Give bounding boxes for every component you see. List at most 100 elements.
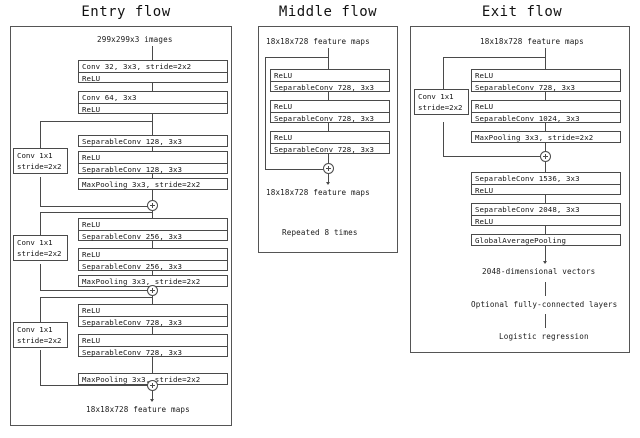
connector-entry-input (152, 46, 153, 60)
entry-block-sepconv728-a: ReLU SeparableConv 728, 3x3 (78, 304, 228, 327)
middle-input-caption: 18x18x728 feature maps (266, 37, 370, 46)
connector-entry-6 (152, 211, 153, 218)
skip3-down-b (40, 350, 41, 386)
connector-exit-3 (545, 143, 546, 152)
skip2-down-a (40, 212, 41, 235)
entry-block-sepconv128-b-line0: ReLU (82, 153, 101, 162)
entry-block-maxpool-1: MaxPooling 3x3, stride=2x2 (78, 178, 228, 190)
connector-entry-7 (152, 241, 153, 248)
entry-block-sepconv128-b-line1: SeparableConv 128, 3x3 (79, 163, 227, 175)
exit-skip-conv-1-line1: stride=2x2 (418, 103, 463, 112)
middle-skip-v (265, 57, 266, 170)
middle-block-1: ReLU SeparableConv 728, 3x3 (270, 69, 390, 92)
entry-block-sepconv256-b-line0: ReLU (82, 250, 101, 259)
exit-block-maxpool: MaxPooling 3x3, stride=2x2 (471, 131, 621, 143)
entry-block-sepconv256-a-line0: ReLU (82, 220, 101, 229)
middle-block-2-line1: SeparableConv 728, 3x3 (271, 112, 389, 124)
skip2-top-h (40, 212, 153, 213)
entry-block-conv64-line0: Conv 64, 3x3 (82, 93, 137, 102)
connector-middle-1 (328, 92, 329, 100)
middle-flow-title: Middle flow (278, 4, 378, 20)
connector-exit-input (545, 48, 546, 69)
entry-block-conv32: Conv 32, 3x3, stride=2x2 ReLU (78, 60, 228, 83)
exit-skip-bottom-h (443, 156, 546, 157)
connector-exit-6 (545, 226, 546, 234)
middle-output-caption: 18x18x728 feature maps (266, 188, 370, 197)
skip1-bottom-h (40, 206, 153, 207)
exit-block-sepconv728-line1: SeparableConv 728, 3x3 (472, 81, 620, 93)
connector-middle-2 (328, 123, 329, 131)
entry-add-junction-2 (147, 285, 158, 296)
exit-arrow-1 (543, 261, 547, 264)
exit-caption-vectors: 2048-dimensional vectors (482, 267, 596, 276)
exit-flow-title: Exit flow (481, 4, 563, 20)
middle-output-arrow (326, 182, 330, 185)
entry-block-sepconv728-b: ReLU SeparableConv 728, 3x3 (78, 334, 228, 357)
exit-skip-down-a (443, 57, 444, 89)
exit-block-sepconv728: ReLU SeparableConv 728, 3x3 (471, 69, 621, 92)
exit-block-sepconv1536-line1: ReLU (472, 184, 620, 196)
skip1-top-h (40, 121, 153, 122)
connector-entry-8 (152, 271, 153, 275)
entry-skip-conv-2-line0: Conv 1x1 (17, 238, 53, 247)
connector-entry-4 (152, 174, 153, 178)
connector-middle-3 (328, 154, 329, 164)
entry-flow-title: Entry flow (81, 4, 171, 20)
connector-entry-12 (152, 357, 153, 373)
exit-add-junction (540, 151, 551, 162)
connector-exit-8 (545, 282, 546, 296)
connector-exit-2 (545, 123, 546, 131)
entry-output-arrow (150, 399, 154, 402)
entry-block-sepconv728-b-line0: ReLU (82, 336, 101, 345)
exit-block-globalavgpool: GlobalAveragePooling (471, 234, 621, 246)
middle-block-3: ReLU SeparableConv 728, 3x3 (270, 131, 390, 154)
middle-block-1-line0: ReLU (274, 71, 293, 80)
entry-skip-conv-3: Conv 1x1 stride=2x2 (13, 322, 68, 348)
entry-block-sepconv728-a-line1: SeparableConv 728, 3x3 (79, 316, 227, 328)
exit-block-sepconv1024-line0: ReLU (475, 102, 494, 111)
connector-exit-9 (545, 314, 546, 328)
exit-block-sepconv728-line0: ReLU (475, 71, 494, 80)
exit-block-sepconv1536-line0: SeparableConv 1536, 3x3 (475, 174, 580, 183)
entry-block-conv32-line0: Conv 32, 3x3, stride=2x2 (82, 62, 192, 71)
entry-skip-conv-1-line0: Conv 1x1 (17, 151, 53, 160)
entry-block-sepconv128-a: SeparableConv 128, 3x3 (78, 135, 228, 147)
exit-block-sepconv2048-line0: SeparableConv 2048, 3x3 (475, 205, 580, 214)
exit-input-caption: 18x18x728 feature maps (480, 37, 584, 46)
middle-block-3-line1: SeparableConv 728, 3x3 (271, 143, 389, 155)
exit-skip-conv-1-line0: Conv 1x1 (418, 92, 454, 101)
middle-repeat-caption: Repeated 8 times (282, 228, 358, 237)
entry-block-sepconv128-b: ReLU SeparableConv 128, 3x3 (78, 151, 228, 174)
skip3-top-h (40, 297, 153, 298)
skip2-down-b (40, 264, 41, 291)
exit-block-sepconv2048-line1: ReLU (472, 215, 620, 227)
connector-entry-11 (152, 327, 153, 334)
exit-caption-fc: Optional fully-connected layers (471, 300, 618, 309)
exit-skip-down-b (443, 122, 444, 157)
entry-add-junction-1 (147, 200, 158, 211)
entry-block-conv64-line1: ReLU (79, 103, 227, 115)
entry-block-conv64: Conv 64, 3x3 ReLU (78, 91, 228, 114)
exit-block-sepconv1024-line1: SeparableConv 1024, 3x3 (472, 112, 620, 124)
connector-middle-input (328, 48, 329, 69)
entry-block-sepconv256-a-line1: SeparableConv 256, 3x3 (79, 230, 227, 242)
entry-skip-conv-1: Conv 1x1 stride=2x2 (13, 148, 68, 174)
exit-skip-top-h (443, 57, 546, 58)
entry-skip-conv-2: Conv 1x1 stride=2x2 (13, 235, 68, 261)
exit-block-sepconv1024: ReLU SeparableConv 1024, 3x3 (471, 100, 621, 123)
middle-skip-top-h (265, 57, 329, 58)
exit-caption-logistic: Logistic regression (499, 332, 589, 341)
connector-entry-3 (152, 147, 153, 151)
connector-entry-5 (152, 190, 153, 201)
entry-block-sepconv256-b-line1: SeparableConv 256, 3x3 (79, 260, 227, 272)
skip3-bottom-h (40, 385, 153, 386)
middle-block-3-line0: ReLU (274, 133, 293, 142)
entry-block-conv32-line1: ReLU (79, 72, 227, 84)
connector-entry-14 (152, 391, 153, 401)
entry-block-sepconv256-b: ReLU SeparableConv 256, 3x3 (78, 248, 228, 271)
skip2-bottom-h (40, 290, 153, 291)
middle-block-2: ReLU SeparableConv 728, 3x3 (270, 100, 390, 123)
skip1-down-a (40, 121, 41, 148)
connector-entry-10 (152, 296, 153, 304)
